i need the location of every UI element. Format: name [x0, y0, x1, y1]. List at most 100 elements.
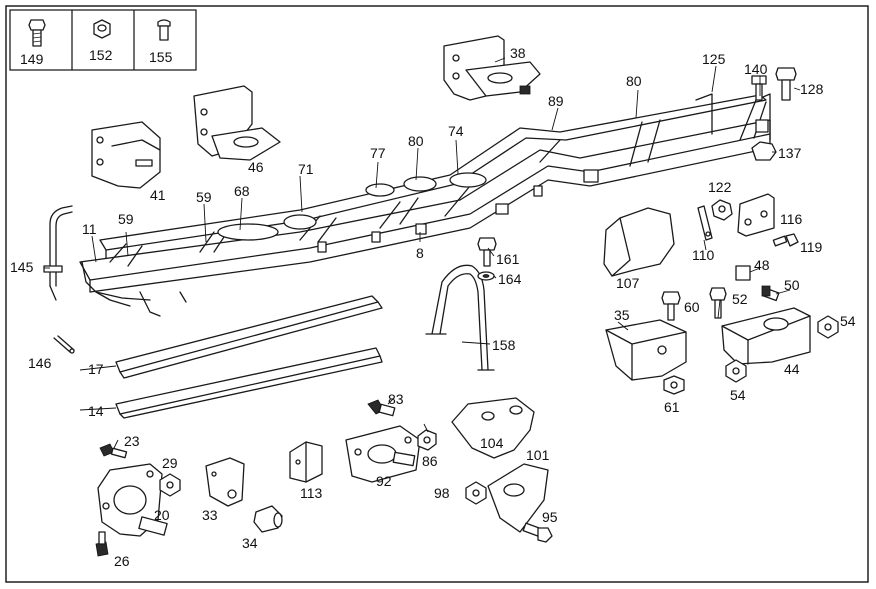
callout-68: 68: [234, 183, 250, 199]
callout-54-a: 54: [840, 313, 856, 329]
callout-116: 116: [780, 211, 803, 227]
part-98-nut: [465, 481, 487, 505]
hex-bolt-icon: [28, 19, 46, 47]
callout-46: 46: [248, 159, 264, 175]
part-161-bolt: [477, 237, 497, 267]
callout-137: 137: [778, 145, 802, 161]
legend-label-149: 149: [20, 51, 44, 67]
callout-119: 119: [800, 239, 823, 255]
callout-101: 101: [526, 447, 550, 463]
callout-80-b: 80: [626, 73, 642, 89]
callout-50: 50: [784, 277, 800, 293]
callout-41: 41: [150, 187, 166, 203]
part-146-pin: [53, 335, 75, 354]
part-119-bolt: [772, 233, 799, 247]
callout-29: 29: [162, 455, 178, 471]
callout-89: 89: [548, 93, 564, 109]
chassis-frame: [79, 93, 771, 317]
callout-98: 98: [434, 485, 450, 501]
callout-128: 128: [800, 81, 824, 97]
part-122-nut: [711, 199, 733, 221]
callout-125: 125: [702, 51, 726, 67]
part-54-nut-b: [725, 359, 747, 383]
part-158-strap: [425, 264, 495, 371]
part-116-bracket: [737, 193, 775, 237]
callout-52: 52: [732, 291, 748, 307]
callout-77: 77: [370, 145, 386, 161]
part-41-bracket: [91, 121, 161, 189]
callout-71: 71: [298, 161, 314, 177]
part-113-bracket: [289, 441, 323, 483]
callout-122: 122: [708, 179, 732, 195]
part-60-bolt: [661, 291, 681, 321]
callout-61: 61: [664, 399, 680, 415]
part-20-bracket: [97, 463, 168, 537]
callout-146: 146: [28, 355, 52, 371]
callout-44: 44: [784, 361, 800, 377]
callout-33: 33: [202, 507, 218, 523]
callout-145: 145: [10, 259, 34, 275]
part-107-bracket: [603, 207, 675, 277]
callout-8: 8: [416, 245, 424, 261]
callout-80-a: 80: [408, 133, 424, 149]
part-164-washer: [477, 271, 495, 281]
part-92-bracket: [345, 425, 421, 483]
callout-23: 23: [124, 433, 140, 449]
callout-48: 48: [754, 257, 770, 273]
part-14-rail: [115, 347, 383, 419]
callout-95: 95: [542, 509, 558, 525]
legend-label-155: 155: [149, 49, 173, 65]
rivet-icon: [157, 19, 171, 41]
part-95-bolt: [522, 522, 553, 543]
callout-60: 60: [684, 299, 700, 315]
leader-lines: [44, 57, 801, 449]
callout-92: 92: [376, 473, 392, 489]
part-33-bracket: [205, 457, 245, 507]
part-26-bolt: [95, 531, 109, 557]
part-44-bracket: [721, 307, 811, 365]
part-140-bolt: [751, 75, 767, 101]
callout-17: 17: [88, 361, 104, 377]
part-29-nut: [159, 473, 181, 497]
legend-box: 149 152 155: [9, 9, 197, 71]
part-52-bolt: [709, 287, 727, 319]
callout-14: 14: [88, 403, 104, 419]
callout-26: 26: [114, 553, 130, 569]
callout-140: 140: [744, 61, 768, 77]
callout-158: 158: [492, 337, 516, 353]
part-50-bolt: [761, 285, 780, 302]
part-34-bushing: [253, 505, 283, 533]
part-86-nut: [417, 429, 437, 451]
part-128-bolt: [775, 67, 797, 101]
part-61-nut: [663, 375, 685, 395]
part-110-link: [697, 205, 713, 241]
part-83-bolt: [367, 399, 396, 417]
callout-83: 83: [388, 391, 404, 407]
part-17-rail: [115, 295, 383, 379]
callout-110: 110: [692, 247, 715, 263]
callout-59-b: 59: [118, 211, 134, 227]
callout-20: 20: [154, 507, 170, 523]
callout-34: 34: [242, 535, 258, 551]
callout-38: 38: [510, 45, 526, 61]
part-23-bolt: [99, 443, 128, 459]
callout-11: 11: [82, 221, 97, 237]
part-101-bracket: [487, 463, 549, 533]
callout-54-b: 54: [730, 387, 746, 403]
callout-74: 74: [448, 123, 464, 139]
part-54-nut-a: [817, 315, 839, 339]
legend-label-152: 152: [89, 47, 113, 63]
callout-164: 164: [498, 271, 522, 287]
part-48-plate: [735, 265, 751, 281]
part-35-bracket: [605, 319, 687, 381]
outer-frame: [5, 5, 869, 583]
callout-86: 86: [422, 453, 438, 469]
callout-113: 113: [300, 485, 323, 501]
callout-59-a: 59: [196, 189, 212, 205]
part-137-mount: [751, 141, 777, 161]
callout-161: 161: [496, 251, 520, 267]
callout-35: 35: [614, 307, 630, 323]
part-38-bracket: [443, 35, 541, 101]
